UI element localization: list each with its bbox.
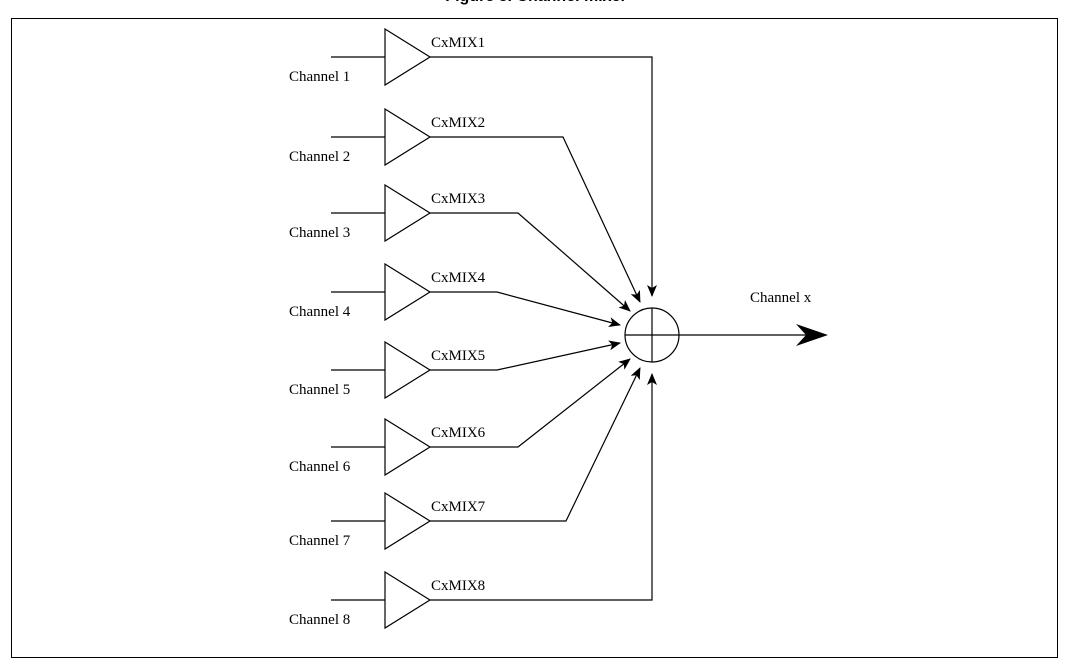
channel-label: Channel 3 <box>289 225 350 241</box>
gain-amplifier-icon <box>384 491 432 551</box>
gain-label: CxMIX1 <box>431 35 485 51</box>
adder-circle-plus-icon <box>624 307 680 363</box>
mix-path-arrow <box>430 358 631 448</box>
output-channel-label: Channel x <box>750 290 812 306</box>
gain-label: CxMIX7 <box>431 499 486 515</box>
mix-path-arrow <box>430 212 631 312</box>
gain-amplifier-icon <box>384 27 432 87</box>
gain-label: CxMIX5 <box>431 348 485 364</box>
gain-amplifier-icon <box>384 417 432 477</box>
gain-amplifier-icon <box>384 340 432 400</box>
channel-label: Channel 7 <box>289 533 351 549</box>
figure-title: Figure 8. Channel mixer <box>0 0 1072 8</box>
channel-label: Channel 5 <box>289 382 350 398</box>
mix-path-arrow <box>430 367 641 522</box>
mix-path-arrow <box>430 340 621 371</box>
gain-label: CxMIX6 <box>431 425 486 441</box>
gain-label: CxMIX3 <box>431 191 485 207</box>
gain-amplifier-icon <box>384 262 432 322</box>
mix-path-arrow <box>430 136 641 303</box>
diagram-frame <box>11 18 1058 658</box>
mix-path-arrow <box>430 373 657 601</box>
channel-label: Channel 4 <box>289 304 351 320</box>
gain-amplifier-icon <box>384 183 432 243</box>
channel-label: Channel 8 <box>289 612 350 628</box>
output-arrowhead-icon <box>796 324 828 346</box>
channel-label: Channel 2 <box>289 149 350 165</box>
channel-label: Channel 1 <box>289 69 350 85</box>
mix-path-arrow <box>430 291 621 327</box>
channel-label: Channel 6 <box>289 459 351 475</box>
gain-amplifier-icon <box>384 107 432 167</box>
gain-label: CxMIX8 <box>431 578 485 594</box>
gain-amplifier-icon <box>384 570 432 630</box>
output-arrow <box>679 324 828 346</box>
gain-label: CxMIX4 <box>431 270 486 286</box>
gain-label: CxMIX2 <box>431 115 485 131</box>
mix-path-arrow <box>430 56 657 297</box>
